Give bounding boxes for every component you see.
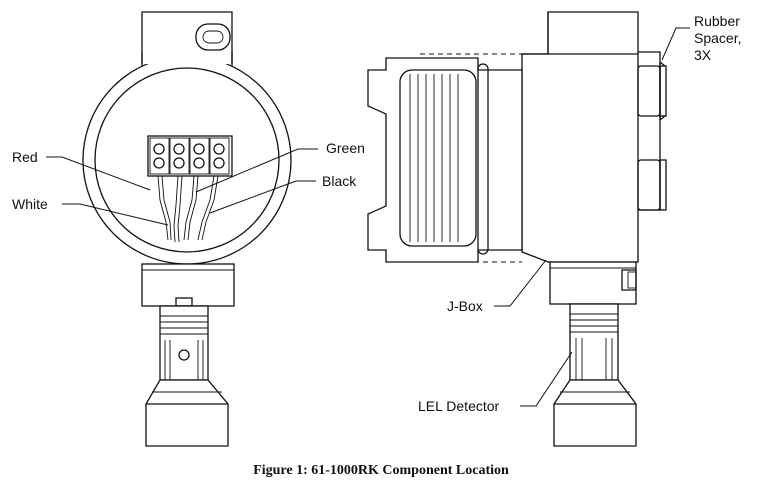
- sensor-wires: [157, 175, 219, 243]
- side-view: [367, 11, 667, 447]
- leader-lines-right: [494, 27, 690, 407]
- front-view: [82, 11, 292, 447]
- label-lel-detector: LEL Detector: [418, 398, 500, 414]
- wire-label-black: Black: [322, 173, 357, 189]
- wire-label-green: Green: [326, 140, 365, 156]
- wire-label-red: Red: [12, 149, 38, 165]
- housing-neck: [141, 263, 235, 307]
- jbox-cover: [367, 57, 523, 263]
- leader-lines-left: [46, 148, 318, 226]
- label-rubber-spacer-2: Spacer,: [694, 30, 741, 46]
- label-jbox: J-Box: [447, 298, 483, 314]
- label-rubber-spacer-1: Rubber: [694, 13, 740, 29]
- conduit-hub: [141, 11, 233, 70]
- lel-detector-side: [553, 303, 637, 447]
- jbox-housing: [82, 52, 292, 265]
- terminal-block: [147, 135, 233, 177]
- figure-caption: Figure 1: 61-1000RK Component Location: [253, 463, 509, 478]
- jbox-side: [420, 11, 667, 263]
- lel-detector-front: [145, 305, 229, 447]
- side-neck: [549, 261, 637, 305]
- label-rubber-spacer-3: 3X: [694, 47, 712, 63]
- wire-label-white: White: [12, 196, 48, 212]
